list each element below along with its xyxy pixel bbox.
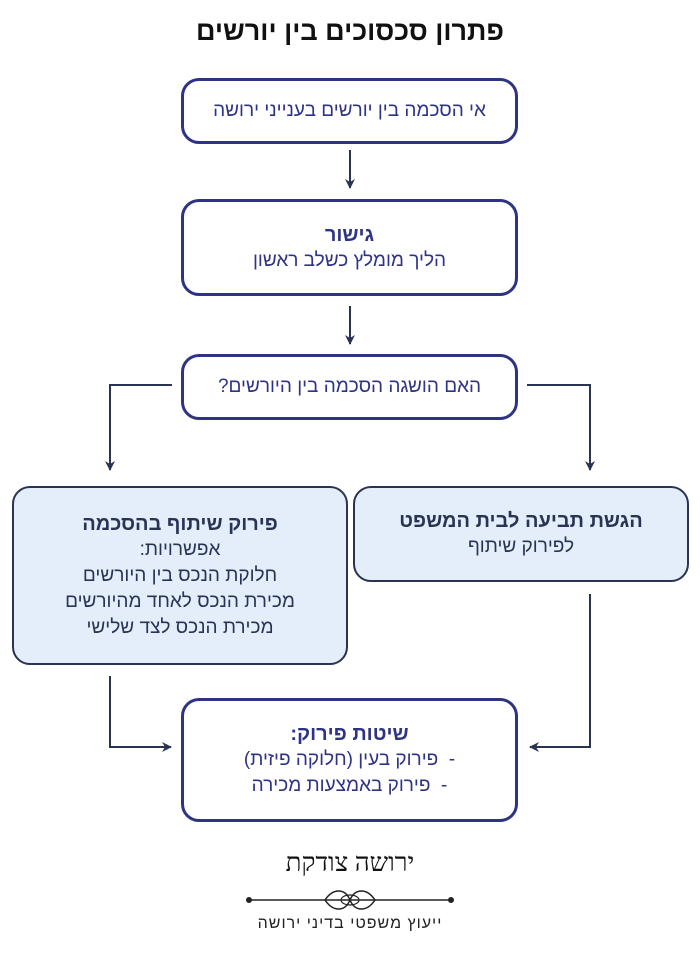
arrow-agreement-to-methods (109, 676, 172, 752)
node-question-text: האם הושגה הסכמה בין היורשים? (217, 376, 482, 397)
node-mediation: גישור הליך מומלץ כשלב ראשון (181, 199, 518, 296)
node-agreement-line: מכירת הנכס לאחד מהיורשים (65, 590, 295, 612)
arrow-question-to-agreement (105, 384, 172, 471)
node-agreement-line: אפשרויות: (139, 538, 221, 560)
ornament-divider-icon (246, 890, 454, 910)
node-disagreement: אי הסכמה בין יורשים בענייני ירושה (181, 78, 518, 144)
node-agreement-line: חלוקת הנכס בין היורשים (82, 564, 278, 586)
node-agreement: פירוק שיתוף בהסכמה אפשרויות: חלוקת הנכס … (12, 486, 348, 665)
arrow-question-to-court (527, 384, 595, 471)
arrow-court-to-methods (529, 594, 591, 752)
node-methods-line: - פירוק בעין (חלוקה פיזית) (243, 749, 456, 770)
node-methods-line: - פירוק באמצעות מכירה (251, 775, 448, 796)
logo-tagline: ייעוץ משפטי בדיני ירושה (257, 915, 443, 932)
logo-name: ירושה צודקת (285, 848, 415, 877)
node-court-text: לפירוק שיתוף (467, 536, 575, 557)
node-mediation-heading: גישור (324, 223, 375, 246)
node-question: האם הושגה הסכמה בין היורשים? (181, 354, 518, 420)
diagram-title: פתרון סכסוכים בין יורשים (195, 16, 505, 46)
node-agreement-heading: פירוק שיתוף בהסכמה (82, 512, 278, 535)
node-court: הגשת תביעה לבית המשפט לפירוק שיתוף (353, 486, 689, 582)
node-agreement-line: מכירת הנכס לצד שלישי (86, 616, 274, 638)
node-disagreement-text: אי הסכמה בין יורשים בענייני ירושה (213, 100, 486, 121)
node-methods-heading: שיטות פירוק: (290, 723, 409, 745)
node-court-heading: הגשת תביעה לבית המשפט (399, 510, 643, 532)
node-methods: שיטות פירוק: - פירוק בעין (חלוקה פיזית) … (181, 698, 518, 822)
node-mediation-text: הליך מומלץ כשלב ראשון (252, 249, 447, 271)
